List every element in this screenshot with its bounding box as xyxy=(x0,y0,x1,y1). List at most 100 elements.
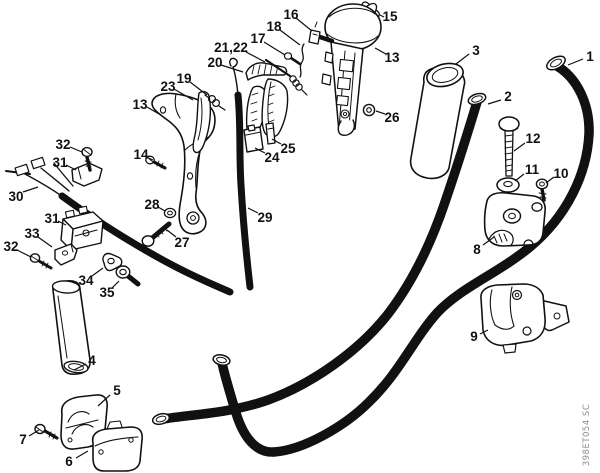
part-label-18: 18 xyxy=(266,19,282,34)
lever-pin-and-spring xyxy=(264,58,308,96)
contact-tab xyxy=(265,122,276,145)
clamp-bolt xyxy=(498,116,520,177)
bracket-screw xyxy=(535,178,549,202)
wire-spring-18 xyxy=(299,43,305,78)
small-screw-17 xyxy=(283,52,302,66)
leader-line-16 xyxy=(295,17,313,32)
part-label-29: 29 xyxy=(257,210,272,225)
leader-line-13-left xyxy=(146,106,160,115)
throttle-lever xyxy=(245,62,289,138)
part-label-1: 1 xyxy=(586,49,594,64)
part-label-31-lower: 31 xyxy=(44,211,60,226)
handlebar-bracket-lower xyxy=(480,283,570,354)
leader-line-2 xyxy=(487,99,502,105)
callout-layer: 12345678910111213131415161718192021,2223… xyxy=(3,7,594,469)
part-label-6: 6 xyxy=(65,454,73,469)
part-label-32-upper: 32 xyxy=(55,137,70,152)
part-label-26: 26 xyxy=(384,110,400,125)
part-label-10: 10 xyxy=(553,166,568,181)
leader-line-1 xyxy=(567,58,584,66)
leader-line-34 xyxy=(91,267,104,277)
handle-grip xyxy=(409,62,466,180)
part-label-21-22: 21,22 xyxy=(214,40,248,55)
leader-line-32-upper xyxy=(69,146,83,153)
leader-line-6 xyxy=(75,450,89,459)
washer xyxy=(496,177,520,193)
throttle-housing-right xyxy=(314,3,382,136)
part-label-8: 8 xyxy=(473,242,481,257)
watermark: 398ET054 SC xyxy=(582,404,592,467)
leader-line-33 xyxy=(37,236,53,248)
part-label-23: 23 xyxy=(160,79,176,94)
leader-line-9 xyxy=(479,329,489,335)
part-label-13-right: 13 xyxy=(384,50,400,65)
leader-line-12 xyxy=(513,142,526,152)
handlebar-right-tube xyxy=(212,55,594,457)
part-label-28: 28 xyxy=(144,197,160,212)
leader-line-29 xyxy=(247,207,259,214)
bolt-27 xyxy=(141,221,172,247)
trigger-spring xyxy=(204,94,226,111)
leader-line-31-lower xyxy=(57,220,67,226)
leader-line-15 xyxy=(379,14,385,18)
switch-contact xyxy=(243,124,264,153)
leader-line-26 xyxy=(375,110,386,115)
switch-block xyxy=(60,205,104,251)
part-label-11: 11 xyxy=(525,162,540,177)
leader-line-11 xyxy=(514,173,525,182)
mounting-plate xyxy=(54,243,78,266)
leader-line-18 xyxy=(279,29,301,46)
leader-line-27 xyxy=(166,229,177,238)
handlebar-bracket-upper xyxy=(483,191,546,247)
part-label-16: 16 xyxy=(283,7,299,22)
plate-screw-upper xyxy=(81,146,93,172)
leader-line-4 xyxy=(73,363,87,371)
part-label-2: 2 xyxy=(504,89,512,104)
part-label-15: 15 xyxy=(382,9,398,24)
part-label-13-left: 13 xyxy=(132,97,148,112)
washer-28 xyxy=(163,207,177,219)
square-nut xyxy=(362,103,376,117)
part-label-32-lower: 32 xyxy=(3,239,18,254)
part-label-34: 34 xyxy=(78,273,94,288)
part-label-19: 19 xyxy=(176,71,191,86)
detent-clip xyxy=(308,21,321,45)
leader-line-20 xyxy=(220,64,244,73)
plate-screw-lower xyxy=(29,253,53,270)
leader-line-21-22 xyxy=(245,51,266,63)
leader-line-7 xyxy=(28,429,40,437)
part-label-25: 25 xyxy=(280,141,296,156)
leader-line-25 xyxy=(271,138,282,145)
clamp-lower-half xyxy=(91,420,143,472)
leader-line-23 xyxy=(173,88,194,101)
part-label-33: 33 xyxy=(24,226,40,241)
throttle-cable xyxy=(229,57,254,291)
part-label-7: 7 xyxy=(19,432,27,447)
part-label-5: 5 xyxy=(113,383,121,398)
leader-line-32-lower xyxy=(16,249,32,258)
leader-line-28 xyxy=(157,206,166,212)
cable-clip xyxy=(102,252,123,272)
leader-line-3 xyxy=(455,53,470,65)
contact-plate xyxy=(71,162,103,187)
leader-line-30 xyxy=(22,186,39,193)
part-label-30: 30 xyxy=(8,189,23,204)
leader-line-17 xyxy=(263,41,286,56)
interlock-lever xyxy=(192,90,212,154)
leader-line-31-upper xyxy=(65,164,77,171)
part-label-3: 3 xyxy=(472,43,480,58)
part-label-24: 24 xyxy=(264,150,280,165)
part-label-4: 4 xyxy=(88,353,96,368)
part-label-31-upper: 31 xyxy=(52,155,68,170)
leader-line-24 xyxy=(254,147,266,154)
leader-line-10 xyxy=(545,176,555,184)
leader-line-35 xyxy=(111,280,120,289)
drive-tube xyxy=(51,280,91,375)
part-label-35: 35 xyxy=(99,285,115,300)
part-label-17: 17 xyxy=(250,31,265,46)
part-label-14: 14 xyxy=(133,147,149,162)
leader-line-19 xyxy=(189,81,208,96)
leader-line-8 xyxy=(482,236,495,246)
